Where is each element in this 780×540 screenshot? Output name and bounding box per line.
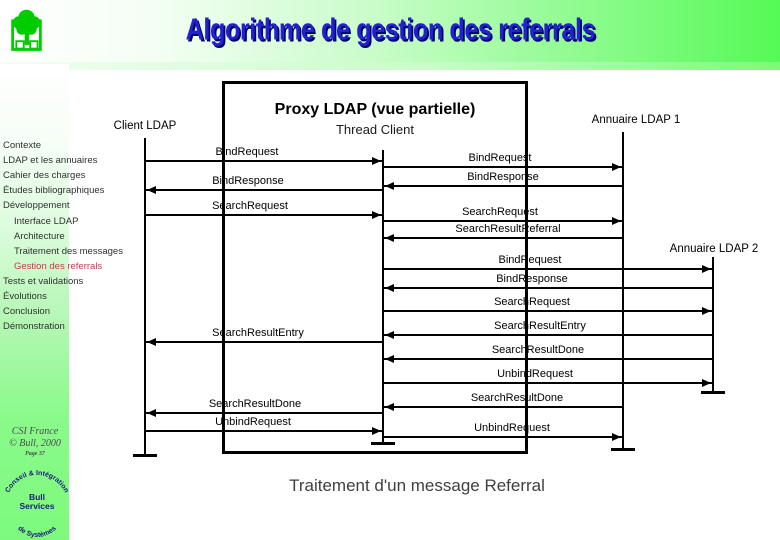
lifeline-thread-client — [382, 150, 384, 443]
sidebar-item-ldap-et-les-annuaires[interactable]: LDAP et les annuaires — [3, 155, 98, 167]
message-line-bindresponse — [383, 185, 623, 187]
lifeline-end-client-ldap — [133, 454, 157, 457]
tree-icon — [11, 9, 42, 51]
message-arrowhead-searchrequest — [612, 217, 621, 225]
message-line-searchresultdone — [145, 412, 383, 414]
message-line-bindrequest — [383, 268, 713, 270]
message-arrowhead-bindrequest — [702, 265, 711, 273]
message-arrowhead-searchresultentry — [147, 338, 156, 346]
message-arrowhead-searchresultdone — [147, 409, 156, 417]
message-label-searchresultdone: SearchResultDone — [491, 344, 585, 356]
message-arrowhead-bindrequest — [372, 157, 381, 165]
message-label-bindresponse: BindResponse — [212, 175, 284, 187]
sidebar-item-demonstration[interactable]: Démonstration — [3, 321, 65, 333]
bull-services-logo: Conseil & Intégration Bull Services de S… — [4, 470, 69, 539]
lifeline-client-ldap — [144, 138, 146, 455]
message-line-searchresultentry — [145, 341, 383, 343]
message-label-unbindrequest: UnbindRequest — [497, 368, 573, 380]
message-label-searchresultdone: SearchResultDone — [470, 392, 564, 404]
message-arrowhead-unbindrequest — [702, 379, 711, 387]
message-arrowhead-unbindrequest — [372, 427, 381, 435]
svg-text:Conseil & Intégration: Conseil & Intégration — [4, 470, 69, 494]
message-arrowhead-searchresultreferral — [385, 234, 394, 242]
message-label-bindresponse: BindResponse — [496, 273, 568, 285]
lifeline-annuaire-ldap-1 — [622, 132, 624, 449]
sidebar-item-architecture[interactable]: Architecture — [14, 230, 65, 242]
message-arrowhead-searchrequest — [702, 307, 711, 315]
message-label-searchresultreferral: SearchResultReferral — [455, 223, 561, 235]
message-label-searchresultdone: SearchResultDone — [208, 398, 302, 410]
message-arrowhead-bindresponse — [385, 182, 394, 190]
footer-page-number: Page 37 — [25, 451, 45, 457]
message-line-searchresultdone — [383, 406, 623, 408]
lifeline-label-annuaire-ldap-2: Annuaire LDAP 2 — [669, 243, 759, 255]
message-line-searchresultentry — [383, 334, 713, 336]
message-line-unbindrequest — [383, 382, 713, 384]
sidebar-item-etudes-bibliographiques[interactable]: Études bibliographiques — [3, 185, 105, 197]
message-label-bindrequest: BindRequest — [498, 254, 562, 266]
message-arrowhead-bindrequest — [612, 163, 621, 171]
footer-org: CSI France — [11, 426, 59, 437]
message-arrowhead-searchrequest — [372, 211, 381, 219]
sidebar-background — [0, 64, 69, 540]
proxy-box-title: Proxy LDAP (vue partielle) — [274, 101, 476, 118]
sidebar-item-contexte[interactable]: Contexte — [3, 140, 42, 151]
logo-center-line2: Services — [20, 501, 55, 511]
sidebar-item-tests-et-validations[interactable]: Tests et validations — [3, 275, 84, 287]
proxy-box-subtitle: Thread Client — [335, 122, 415, 137]
sidebar-item-traitement-des-messages[interactable]: Traitement des messages — [14, 245, 123, 257]
logo-arc-top-text: Conseil & Intégration — [4, 470, 69, 494]
message-line-searchresultreferral — [383, 237, 623, 239]
message-label-bindrequest: BindRequest — [468, 152, 532, 164]
message-line-unbindrequest — [145, 430, 383, 432]
footer: CSI France © Bull, 2000 Page 37 — [0, 426, 70, 458]
message-label-searchrequest: SearchRequest — [212, 200, 288, 212]
message-line-searchrequest — [383, 310, 713, 312]
message-label-bindrequest: BindRequest — [215, 146, 279, 158]
svg-text:de Systèmes: de Systèmes — [16, 525, 57, 539]
header-bar — [0, 0, 780, 62]
sidebar-item-developpement[interactable]: Développement — [3, 200, 70, 212]
message-label-searchrequest: SearchRequest — [462, 206, 538, 218]
message-line-searchresultdone — [383, 358, 713, 360]
message-label-unbindrequest: UnbindRequest — [474, 422, 550, 434]
slide-title-area: Algorithme de gestion des referrals — [0, 13, 780, 47]
lifeline-end-annuaire-ldap-1 — [611, 448, 635, 451]
lifeline-end-thread-client — [371, 442, 395, 445]
sidebar-item-cahier-des-charges[interactable]: Cahier des charges — [3, 170, 86, 182]
message-arrowhead-searchresultentry — [385, 331, 394, 339]
sidebar-item-gestion-des-referrals[interactable]: Gestion des referrals — [14, 260, 103, 272]
message-label-searchresultentry: SearchResultEntry — [494, 320, 586, 332]
message-label-unbindrequest: UnbindRequest — [215, 416, 291, 428]
message-arrowhead-bindresponse — [385, 284, 394, 292]
page-title: Algorithme de gestion des referrals — [185, 13, 595, 47]
logo-center-line1: Bull — [29, 492, 45, 502]
message-line-bindrequest — [383, 166, 623, 168]
message-line-unbindrequest — [383, 436, 623, 438]
message-line-bindresponse — [145, 189, 383, 191]
diagram-caption: Traitement d'un message Referral — [289, 476, 545, 495]
footer-copyright: © Bull, 2000 — [9, 438, 61, 449]
lifeline-label-client-ldap: Client LDAP — [113, 120, 177, 132]
message-line-searchrequest — [145, 214, 383, 216]
message-line-bindresponse — [383, 287, 713, 289]
sidebar-item-conclusion[interactable]: Conclusion — [3, 306, 50, 318]
sidebar-item-evolutions[interactable]: Évolutions — [3, 291, 47, 302]
header-bottom-band — [0, 62, 780, 70]
message-line-bindrequest — [145, 160, 383, 162]
logo-arc-bottom-text: de Systèmes — [16, 525, 57, 539]
message-label-bindresponse: BindResponse — [467, 171, 539, 183]
message-arrowhead-unbindrequest — [612, 433, 621, 441]
lifeline-annuaire-ldap-2 — [712, 257, 714, 392]
lifeline-end-annuaire-ldap-2 — [701, 391, 725, 394]
proxy-ldap-box — [222, 81, 528, 454]
message-label-searchresultentry: SearchResultEntry — [212, 327, 304, 339]
message-arrowhead-bindresponse — [147, 186, 156, 194]
lifeline-label-annuaire-ldap-1: Annuaire LDAP 1 — [591, 114, 681, 126]
sidebar-item-interface-ldap[interactable]: Interface LDAP — [14, 215, 79, 227]
message-arrowhead-searchresultdone — [385, 355, 394, 363]
message-label-searchrequest: SearchRequest — [494, 296, 570, 308]
message-arrowhead-searchresultdone — [385, 403, 394, 411]
message-line-searchrequest — [383, 220, 623, 222]
